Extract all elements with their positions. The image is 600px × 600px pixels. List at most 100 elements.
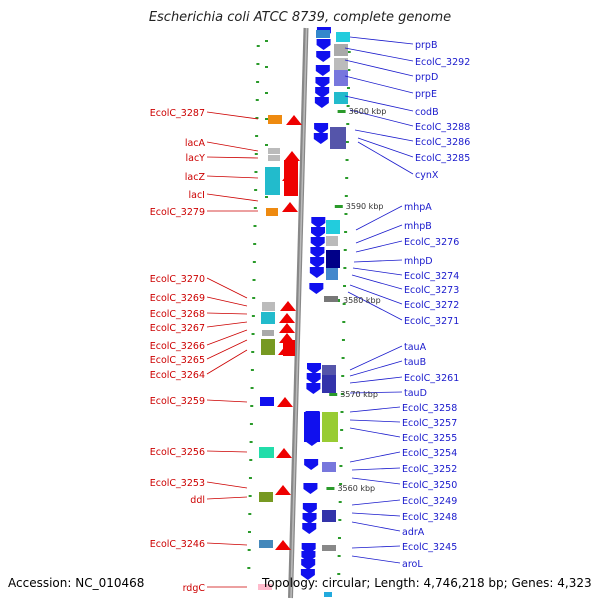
left-gene-label: EcolC_3253 xyxy=(150,478,205,489)
left-leader-line xyxy=(206,349,248,375)
scale-tick xyxy=(334,205,343,208)
genome-axis-highlight xyxy=(290,27,308,599)
reverse-gene-block xyxy=(268,155,280,161)
scale-label: 3570 kbp xyxy=(340,390,378,399)
left-leader-line xyxy=(206,481,248,489)
left-gene-label: EcolC_3269 xyxy=(150,293,205,304)
forward-arrow-icon xyxy=(310,237,325,248)
right-gene-label: EcolC_3272 xyxy=(404,300,459,311)
right-gene-label: adrA xyxy=(402,527,425,538)
forward-arrow-icon xyxy=(304,459,319,470)
forward-arrow-icon xyxy=(311,217,326,228)
forward-gene-block xyxy=(324,296,338,302)
forward-arrow-icon xyxy=(302,523,317,534)
reverse-arrow-icon xyxy=(275,485,291,495)
forward-gene-block xyxy=(334,44,348,56)
left-gene-label: EcolC_3266 xyxy=(150,341,205,352)
forward-arrow-icon xyxy=(301,559,316,570)
tick-mark xyxy=(340,429,344,431)
reverse-arrow-icon xyxy=(276,448,292,458)
forward-arrow-icon xyxy=(302,513,317,524)
right-leader-line xyxy=(344,95,414,112)
tick-mark xyxy=(249,459,253,461)
right-gene-label: EcolC_3252 xyxy=(402,464,457,475)
right-leader-line xyxy=(349,360,403,377)
tick-mark xyxy=(256,45,260,47)
forward-arrow-icon xyxy=(311,227,326,238)
tick-mark xyxy=(337,555,341,557)
forward-arrow-icon xyxy=(316,51,331,62)
left-gene-label: EcolC_3256 xyxy=(150,447,205,458)
tick-mark xyxy=(254,153,258,155)
tick-mark xyxy=(255,99,259,101)
forward-arrow-icon xyxy=(315,65,330,76)
right-leader-line xyxy=(355,240,403,253)
forward-gene-block xyxy=(324,592,332,597)
left-leader-line xyxy=(206,111,259,120)
tick-mark xyxy=(341,339,345,341)
scale-tick xyxy=(329,393,338,396)
tick-mark xyxy=(250,405,254,407)
tick-mark xyxy=(344,231,348,233)
tick-mark xyxy=(252,279,256,281)
tick-mark xyxy=(345,177,349,179)
left-leader-line xyxy=(206,329,248,346)
forward-gene-block xyxy=(334,70,348,86)
reverse-gene-block xyxy=(258,584,272,590)
right-leader-line xyxy=(355,224,403,244)
tick-mark xyxy=(341,375,345,377)
right-leader-line xyxy=(349,391,403,394)
left-leader-line xyxy=(206,450,248,453)
forward-arrow-icon xyxy=(306,373,321,384)
right-leader-line xyxy=(354,129,414,142)
tick-mark xyxy=(252,297,256,299)
reverse-gene-block xyxy=(265,167,280,195)
right-leader-line xyxy=(349,109,414,127)
tick-mark xyxy=(342,321,346,323)
tick-mark xyxy=(339,447,343,449)
right-gene-label: EcolC_3288 xyxy=(415,122,470,133)
right-gene-label: EcolC_3276 xyxy=(404,237,459,248)
left-gene-label: EcolC_3246 xyxy=(150,539,205,550)
tick-mark xyxy=(339,465,343,467)
forward-arrow-icon xyxy=(309,283,324,294)
right-leader-line xyxy=(347,291,403,321)
forward-arrow-icon xyxy=(302,503,317,514)
right-leader-line xyxy=(351,512,401,517)
right-leader-line xyxy=(344,59,414,77)
right-leader-line xyxy=(349,345,403,371)
genome-title: Escherichia coli ATCC 8739, complete gen… xyxy=(148,10,452,25)
left-leader-line xyxy=(206,141,259,152)
right-gene-label: aroL xyxy=(402,559,423,570)
left-leader-line xyxy=(206,277,248,299)
tick-mark xyxy=(265,144,268,146)
tick-mark xyxy=(343,267,347,269)
right-gene-label: EcolC_3254 xyxy=(402,448,457,459)
right-leader-line xyxy=(351,555,401,564)
right-gene-label: EcolC_3257 xyxy=(402,418,457,429)
tick-mark xyxy=(344,195,348,197)
right-leader-line xyxy=(351,274,403,290)
tick-mark xyxy=(265,92,268,94)
left-leader-line xyxy=(206,193,259,202)
tick-mark xyxy=(253,243,257,245)
scale-tick xyxy=(326,487,335,490)
left-gene-label: EcolC_3259 xyxy=(150,396,205,407)
right-leader-line xyxy=(349,36,414,45)
reverse-arrow-icon xyxy=(282,202,298,212)
right-gene-label: EcolC_3250 xyxy=(402,480,457,491)
right-leader-line xyxy=(349,406,401,413)
forward-gene-block xyxy=(336,32,350,42)
forward-arrow-icon xyxy=(314,97,329,108)
tick-mark xyxy=(248,513,252,515)
forward-arrow-icon xyxy=(310,247,325,258)
right-gene-label: EcolC_3255 xyxy=(402,433,457,444)
right-leader-line xyxy=(349,284,403,305)
right-leader-line xyxy=(349,376,403,384)
reverse-gene-block xyxy=(268,148,280,154)
scale-label: 3560 kbp xyxy=(337,484,375,493)
scale-label: 3590 kbp xyxy=(346,202,384,211)
reverse-gene-block xyxy=(266,208,278,216)
tick-mark xyxy=(345,141,349,143)
left-leader-line xyxy=(206,496,248,500)
